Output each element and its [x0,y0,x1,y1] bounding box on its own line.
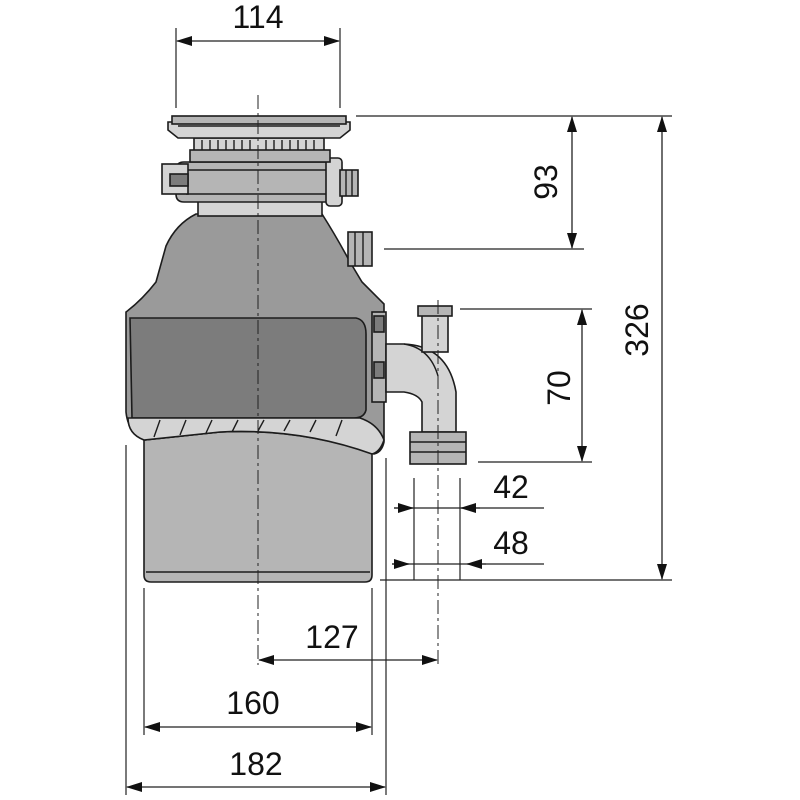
dimension-labels: 114 93 326 70 42 48 127 160 182 [226,0,655,782]
ring-nut [339,169,359,197]
dim-label-total-height: 326 [619,303,655,356]
front-panel [129,317,367,419]
dim-label-outlet-inner: 42 [493,469,529,505]
dimension-lines [126,36,667,792]
dim-label-body-width: 160 [226,685,279,721]
disposer-unit [125,115,467,583]
dim-label-outlet-outer: 48 [493,525,529,561]
outlet-pipe-top [421,311,449,353]
dim-label-inlet-height: 93 [528,164,564,200]
dim-label-outlet-offset: 127 [305,619,358,655]
extension-lines [125,28,672,795]
dim-label-outlet-height: 70 [541,370,577,406]
dim-label-overall-width: 182 [229,746,282,782]
ribbed-band [127,417,385,455]
mounting-ring [175,161,343,203]
dim-label-flange-width: 114 [232,0,283,35]
dishwasher-inlet [347,231,373,267]
outlet-elbow [385,343,457,433]
